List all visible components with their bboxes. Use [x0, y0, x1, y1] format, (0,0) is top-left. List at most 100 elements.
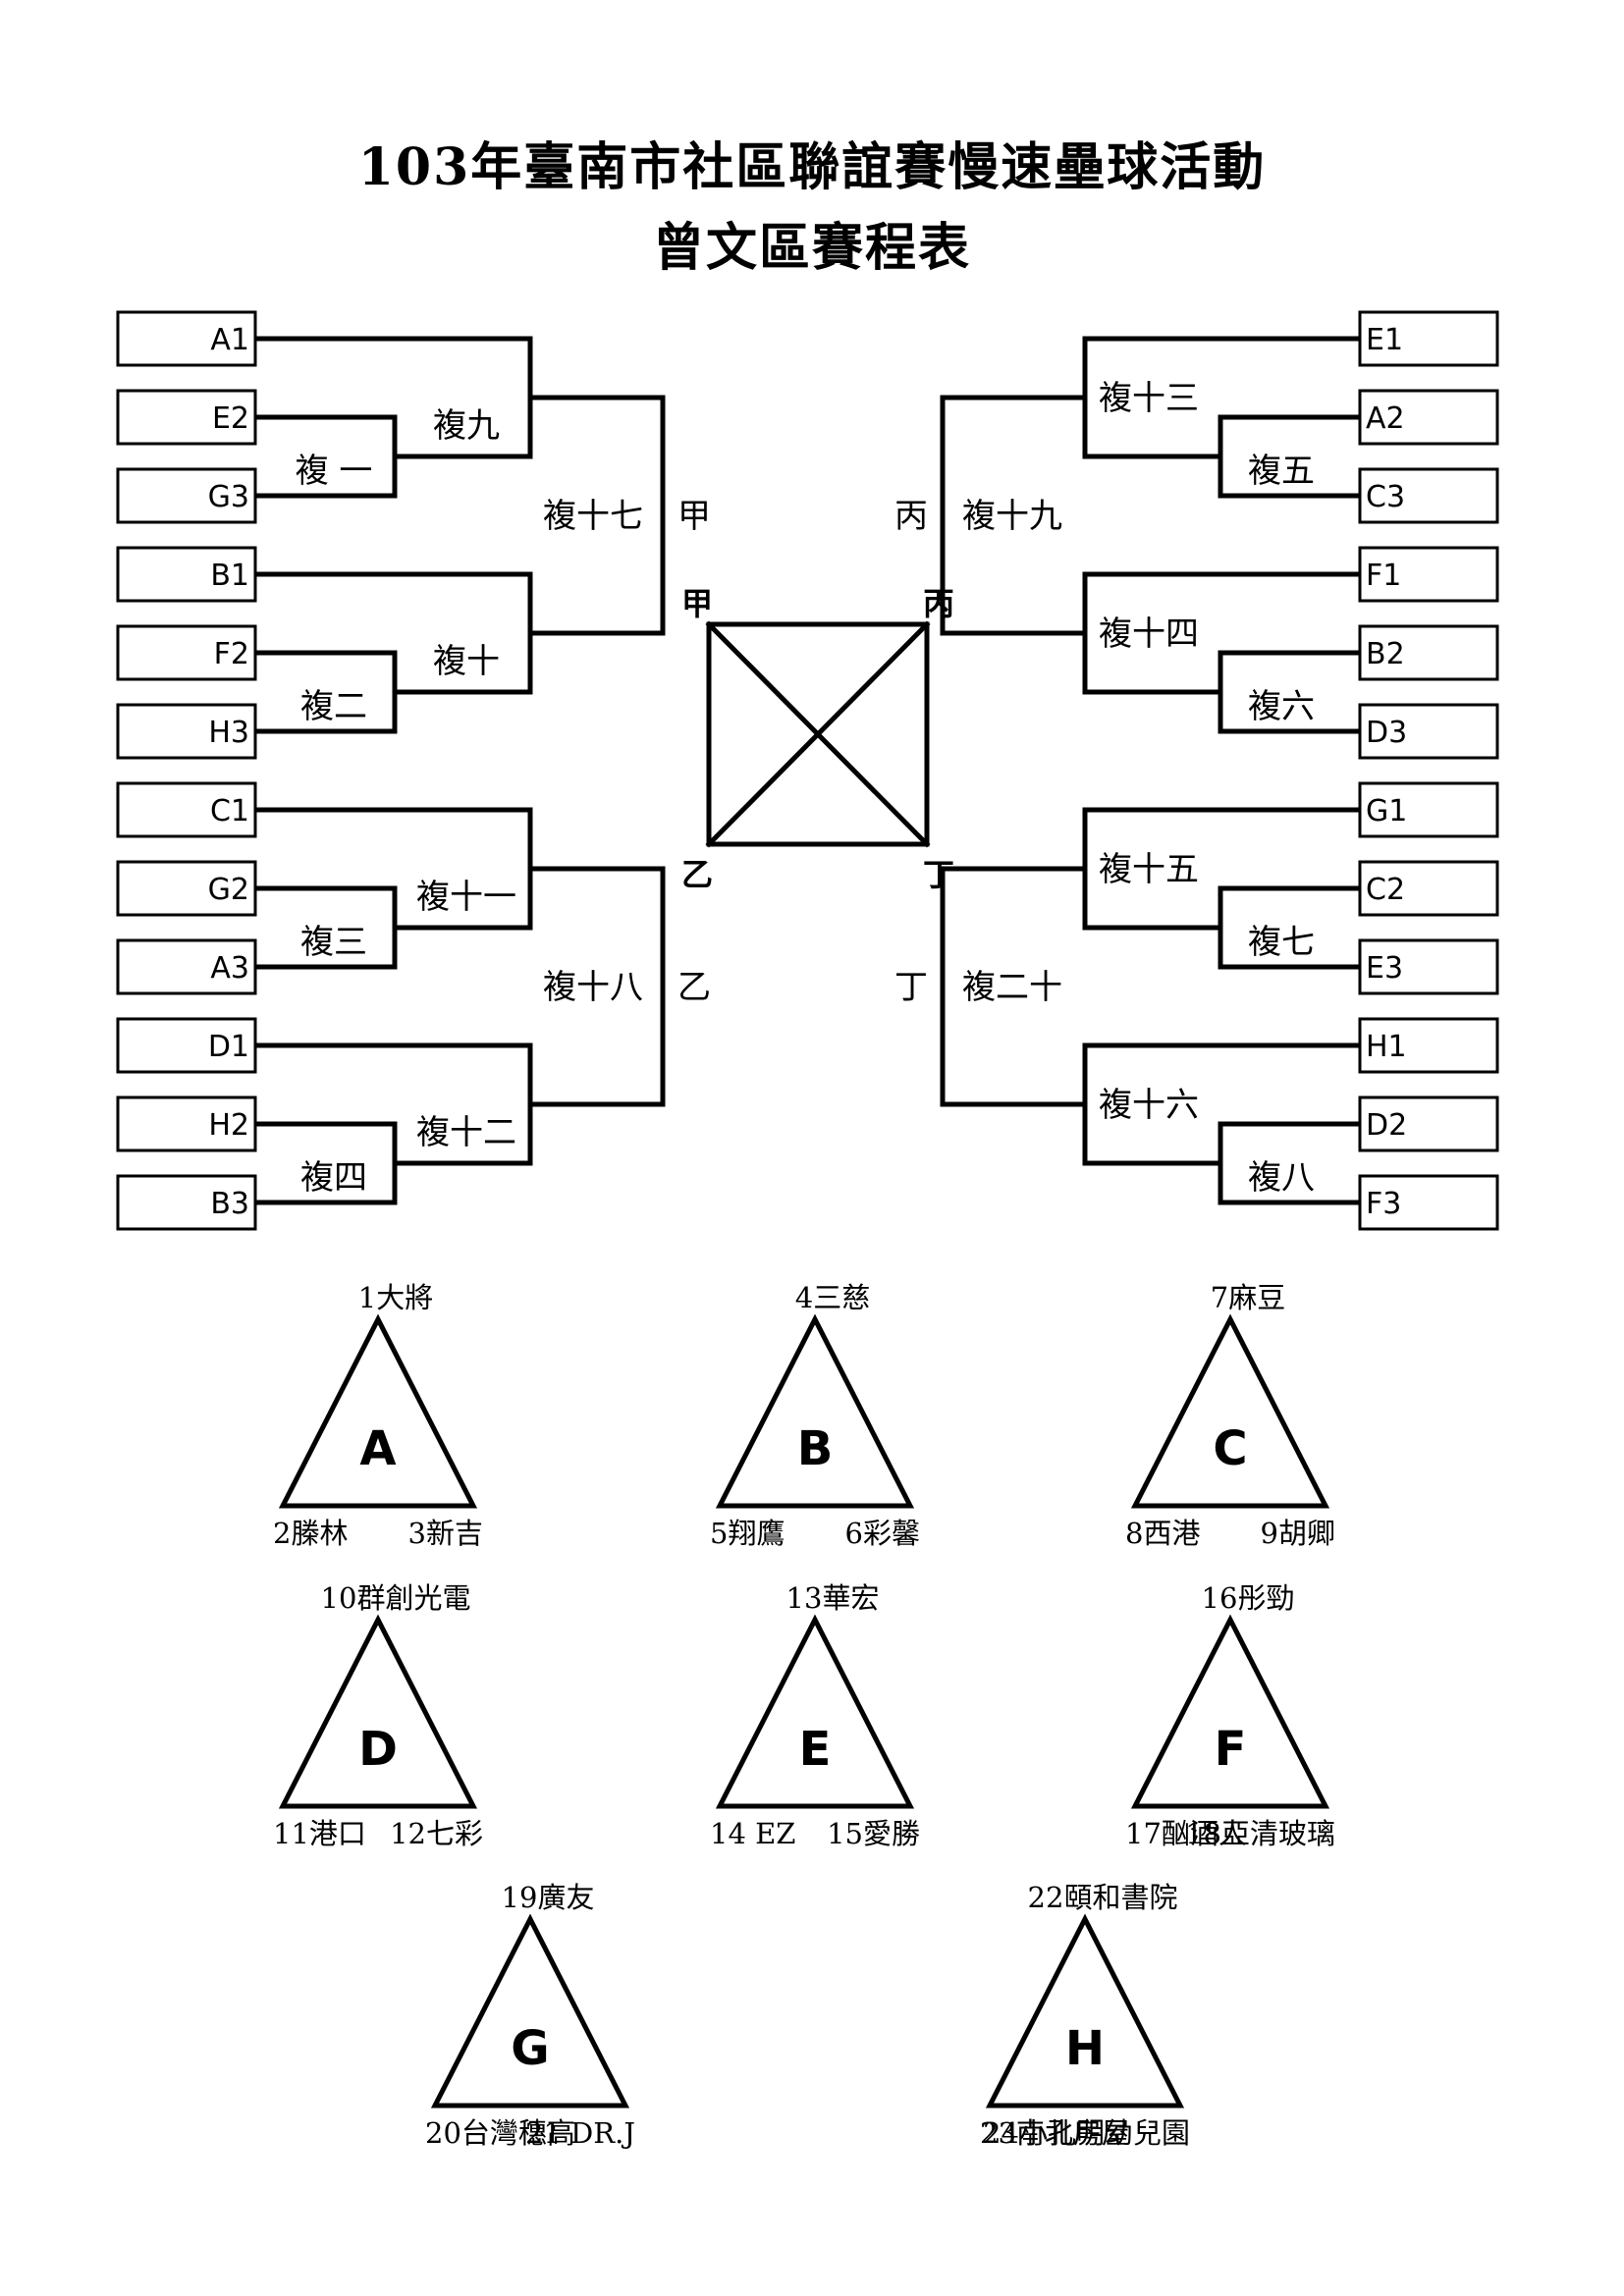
round-label-right-outer: 複十三 — [1099, 379, 1199, 418]
slot-label-A3: A3 — [210, 951, 249, 986]
team-top-B: 4三慈 — [795, 1281, 870, 1314]
team-slot-D2 — [1358, 1095, 1499, 1152]
mark-yi-corner: 乙 — [681, 856, 713, 893]
group-triangle-D — [278, 1614, 478, 1809]
mark-jia-label: 甲 — [677, 497, 711, 536]
team-right-G: 21 DR.J — [525, 2116, 635, 2150]
slot-label-F2: F2 — [214, 637, 249, 671]
team-slot-A1 — [116, 310, 257, 367]
round-label-right-inner: 複八 — [1248, 1158, 1315, 1198]
group-letter-A: A — [359, 1421, 396, 1476]
slot-label-G2: G2 — [208, 873, 249, 907]
team-slot-G1 — [1358, 781, 1499, 838]
slot-label-B1: B1 — [210, 559, 249, 593]
slot-label-G3: G3 — [208, 480, 249, 514]
slot-label-C2: C2 — [1366, 873, 1405, 907]
team-right-H: 24小孔明幼兒園 — [983, 2116, 1190, 2150]
round-label-right-outer: 複十六 — [1099, 1086, 1199, 1125]
round-label-left-outer: 複十二 — [416, 1113, 516, 1152]
slot-label-C3: C3 — [1366, 480, 1405, 514]
team-left-F: 17酗酒人 — [1125, 1817, 1247, 1850]
slot-label-H3: H3 — [208, 716, 249, 750]
team-left-C: 8西港 — [1125, 1517, 1200, 1550]
slot-label-B2: B2 — [1366, 637, 1405, 671]
group-triangle-G — [430, 1913, 630, 2109]
round-label-right-outer: 複十五 — [1099, 850, 1199, 889]
round-label-right-inner: 複七 — [1248, 923, 1315, 962]
team-right-B: 6彩馨 — [845, 1517, 920, 1550]
group-triangle-F — [1130, 1614, 1330, 1809]
slot-label-F3: F3 — [1366, 1187, 1401, 1221]
slot-label-E3: E3 — [1366, 951, 1403, 986]
mark-ding-label: 丁 — [894, 968, 928, 1007]
page-title: 103年臺南市社區聯誼賽慢速壘球活動 — [357, 137, 1267, 197]
mark-bing-label: 丙 — [894, 497, 928, 536]
mark-jia-corner: 甲 — [681, 585, 713, 622]
team-right-C: 9胡卿 — [1261, 1517, 1335, 1550]
group-triangle-H — [985, 1913, 1185, 2109]
slot-label-H2: H2 — [208, 1108, 249, 1143]
team-top-A: 1大將 — [358, 1281, 433, 1314]
group-triangle-E — [715, 1614, 915, 1809]
round-label-left-semi: 複十七 — [543, 497, 643, 536]
team-left-G: 20台灣穗高 — [425, 2116, 575, 2150]
slot-label-D1: D1 — [208, 1030, 249, 1064]
group-letter-B: B — [797, 1421, 834, 1476]
group-letter-G: G — [511, 2021, 549, 2076]
team-slot-G3 — [116, 467, 257, 524]
round-label-right-inner: 複五 — [1248, 452, 1315, 491]
round-label-left-semi: 複十八 — [543, 968, 643, 1007]
round-label-right-semi: 複十九 — [962, 497, 1062, 536]
round-label-left-inner: 複二 — [300, 687, 367, 726]
slot-label-E2: E2 — [212, 401, 249, 436]
team-slot-B3 — [116, 1174, 257, 1231]
team-left-D: 11港口 — [273, 1817, 366, 1850]
team-top-E: 13華宏 — [786, 1581, 880, 1615]
team-slot-G2 — [116, 860, 257, 917]
team-slot-H2 — [116, 1095, 257, 1152]
team-slot-B1 — [116, 546, 257, 603]
team-left-E: 14 EZ — [710, 1817, 795, 1850]
slot-label-F1: F1 — [1366, 559, 1401, 593]
group-triangle-C — [1130, 1313, 1330, 1509]
team-top-D: 10群創光電 — [321, 1581, 471, 1615]
team-left-A: 2榺林 — [273, 1517, 348, 1550]
group-letter-F: F — [1215, 1722, 1247, 1777]
slot-label-G1: G1 — [1366, 794, 1407, 828]
group-letter-E: E — [799, 1722, 832, 1777]
team-slot-E2 — [116, 389, 257, 446]
slot-label-A1: A1 — [210, 323, 249, 357]
group-letter-C: C — [1213, 1421, 1247, 1476]
slot-label-D2: D2 — [1366, 1108, 1407, 1143]
round-label-right-inner: 複六 — [1248, 687, 1315, 726]
round-label-left-outer: 複九 — [433, 406, 500, 446]
group-triangle-B — [715, 1313, 915, 1509]
group-letter-H: H — [1065, 2021, 1105, 2076]
team-slot-E3 — [1358, 938, 1499, 995]
round-label-left-inner: 複三 — [300, 923, 367, 962]
team-top-F: 16彤勁 — [1202, 1581, 1295, 1615]
mark-yi-label: 乙 — [677, 968, 711, 1007]
slot-label-A2: A2 — [1366, 401, 1405, 436]
round-label-right-semi: 複二十 — [962, 968, 1062, 1007]
team-right-D: 12七彩 — [390, 1817, 483, 1850]
team-top-H: 22頤和書院 — [1028, 1881, 1178, 1914]
team-right-F: 18亞清玻璃 — [1185, 1817, 1335, 1850]
team-left-H: 23南北房屋 — [980, 2116, 1130, 2150]
round-label-left-inner: 複 一 — [296, 452, 373, 491]
team-slot-H3 — [116, 703, 257, 760]
slot-label-E1: E1 — [1366, 323, 1403, 357]
mark-bing-corner: 丙 — [923, 585, 954, 622]
slot-label-D3: D3 — [1366, 716, 1407, 750]
team-left-B: 5翔鷹 — [710, 1517, 785, 1550]
slot-label-H1: H1 — [1366, 1030, 1407, 1064]
page-subtitle: 曾文區賽程表 — [652, 218, 971, 278]
group-triangle-A — [278, 1313, 478, 1509]
team-slot-E1 — [1358, 310, 1499, 367]
team-right-E: 15愛勝 — [827, 1817, 920, 1850]
slot-label-C1: C1 — [210, 794, 249, 828]
team-top-C: 7麻豆 — [1211, 1281, 1285, 1314]
slot-label-B3: B3 — [210, 1187, 249, 1221]
